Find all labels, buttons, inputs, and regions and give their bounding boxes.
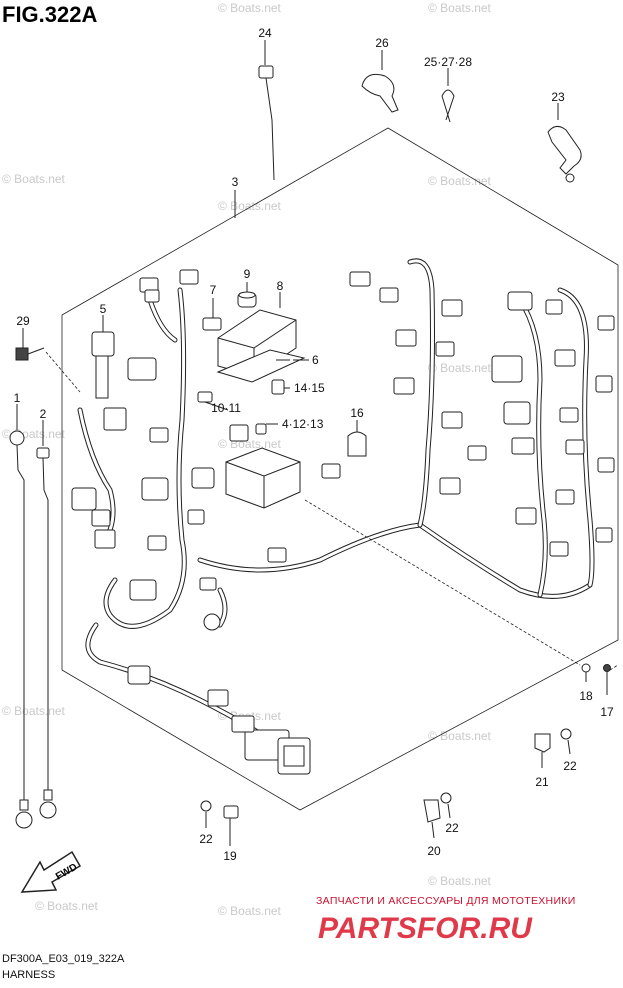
watermark: © Boats.net <box>428 174 492 188</box>
callout-7: 7 <box>210 283 217 297</box>
watermark: © Boats.net <box>2 172 66 186</box>
callout-29: 29 <box>16 314 30 328</box>
watermark: © Boats.net <box>2 704 66 718</box>
callout-3: 3 <box>232 175 239 189</box>
callout-6: 6 <box>312 353 319 367</box>
part-22-screw-mid <box>440 792 452 819</box>
part-25-clip <box>441 68 455 123</box>
callout-21: 21 <box>535 775 549 789</box>
part-10-relay <box>197 391 229 411</box>
callout-22-left: 22 <box>199 832 213 846</box>
part-1-cable <box>9 404 33 829</box>
watermark: © Boats.net <box>35 899 99 913</box>
callout-8: 8 <box>277 279 284 293</box>
callout-2: 2 <box>40 407 47 421</box>
watermark: © Boats.net <box>428 361 492 375</box>
callout-23: 23 <box>551 90 565 104</box>
watermark: © Boats.net <box>218 437 282 451</box>
watermark: © Boats.net <box>428 1 492 15</box>
part-18-washer <box>581 663 591 673</box>
promo-text: ЗАПЧАСТИ И АКСЕССУАРЫ ДЛЯ МОТОТЕХНИКИ <box>316 895 576 907</box>
callout-9: 9 <box>244 267 251 281</box>
assembly-frame <box>61 127 619 811</box>
part-22-screw-right <box>560 728 572 755</box>
callout-5: 5 <box>100 302 107 316</box>
harness-connectors <box>71 269 615 601</box>
part-2-cable <box>36 420 57 819</box>
watermark: © Boats.net <box>218 1 282 15</box>
callout-19: 19 <box>223 849 237 863</box>
part-16-cap <box>347 420 367 457</box>
figure-code: DF300A_E03_019_322A <box>2 953 125 965</box>
leader-29 <box>45 351 81 393</box>
part-24-cable-tie <box>258 40 275 181</box>
brand-logo: PARTSFOR.RU <box>318 912 533 945</box>
part-20-bracket <box>423 799 441 839</box>
part-19-clip <box>223 805 239 846</box>
figure-name: HARNESS <box>2 969 55 981</box>
callout-1: 1 <box>14 391 21 405</box>
harness-bundle <box>77 258 595 743</box>
part-6-cover <box>216 349 306 383</box>
part-4-clip <box>255 423 278 435</box>
callout-20: 20 <box>427 844 441 858</box>
callout-10: 10·11 <box>211 401 241 415</box>
relay-block <box>229 424 249 442</box>
watermark: © Boats.net <box>218 199 282 213</box>
watermark: © Boats.net <box>428 729 492 743</box>
part-14-fuse <box>271 379 290 395</box>
callout-14: 14·15 <box>294 381 325 395</box>
callout-24: 24 <box>258 26 272 40</box>
fwd-arrow-icon: FWD <box>20 850 82 893</box>
part-5-relay <box>91 315 127 431</box>
figure-title: FIG.322A <box>2 2 97 27</box>
part-26-clamp <box>361 50 399 113</box>
callout-22-mid: 22 <box>445 821 459 835</box>
part-21-bracket <box>534 733 551 768</box>
part-29-bolt <box>15 328 45 361</box>
callout-18: 18 <box>579 689 593 703</box>
part-22-screw-left <box>200 800 212 828</box>
callout-25: 25·27·28 <box>424 55 472 69</box>
watermark: © Boats.net <box>428 874 492 888</box>
callout-22-right: 22 <box>563 759 577 773</box>
watermarks: © Boats.net © Boats.net © Boats.net © Bo… <box>2 1 492 918</box>
callout-numbers: 1 2 3 4·12·13 5 6 7 8 9 10·11 14·15 16 1… <box>14 26 614 863</box>
callout-4: 4·12·13 <box>282 417 324 431</box>
callout-17: 17 <box>600 705 614 719</box>
part-7-fuse <box>202 298 222 331</box>
part-23-clamp <box>547 103 582 183</box>
clamp-ring <box>203 613 221 631</box>
main-connector <box>127 665 311 775</box>
junction-box <box>225 447 301 509</box>
callout-16: 16 <box>350 406 364 420</box>
watermark: © Boats.net <box>218 904 282 918</box>
part-17-nut <box>603 664 611 672</box>
part-9-grommet <box>237 282 257 308</box>
callout-26: 26 <box>375 36 389 50</box>
